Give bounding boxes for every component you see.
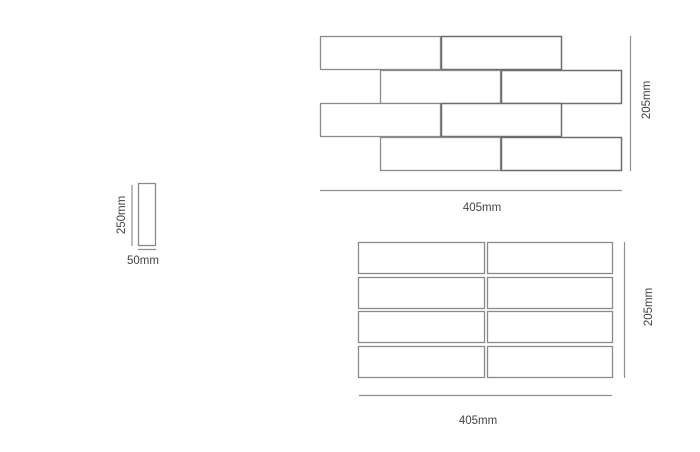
stacked-tile bbox=[357, 276, 486, 310]
offset-tile bbox=[500, 69, 623, 105]
single-tile bbox=[137, 182, 157, 247]
offset-tile bbox=[500, 136, 623, 172]
stacked-tile bbox=[357, 310, 486, 344]
stacked-tile bbox=[357, 241, 486, 275]
stacked-tile bbox=[357, 345, 486, 379]
offset-tile bbox=[319, 102, 442, 138]
stacked-panel-height-label: 205mm bbox=[643, 288, 655, 326]
offset-tile bbox=[379, 69, 502, 105]
offset-tile bbox=[440, 35, 563, 71]
offset-panel: 405mm 205mm bbox=[319, 35, 653, 214]
offset-tile bbox=[379, 136, 502, 172]
single-tile-height-label: 250mm bbox=[116, 196, 128, 234]
offset-panel-height-label: 205mm bbox=[641, 81, 653, 119]
single-tile-width-label: 50mm bbox=[127, 255, 159, 267]
stacked-tile bbox=[486, 310, 614, 344]
stacked-panel-width-label: 405mm bbox=[459, 415, 497, 427]
offset-panel-width-label: 405mm bbox=[463, 202, 501, 214]
offset-tile bbox=[319, 35, 442, 71]
offset-tile bbox=[440, 102, 563, 138]
single-tile-group: 250mm 50mm bbox=[116, 182, 159, 267]
stacked-panel: 405mm 205mm bbox=[357, 241, 655, 427]
stacked-tile bbox=[486, 276, 614, 310]
stacked-tile bbox=[486, 241, 614, 275]
stacked-tile bbox=[486, 345, 614, 379]
